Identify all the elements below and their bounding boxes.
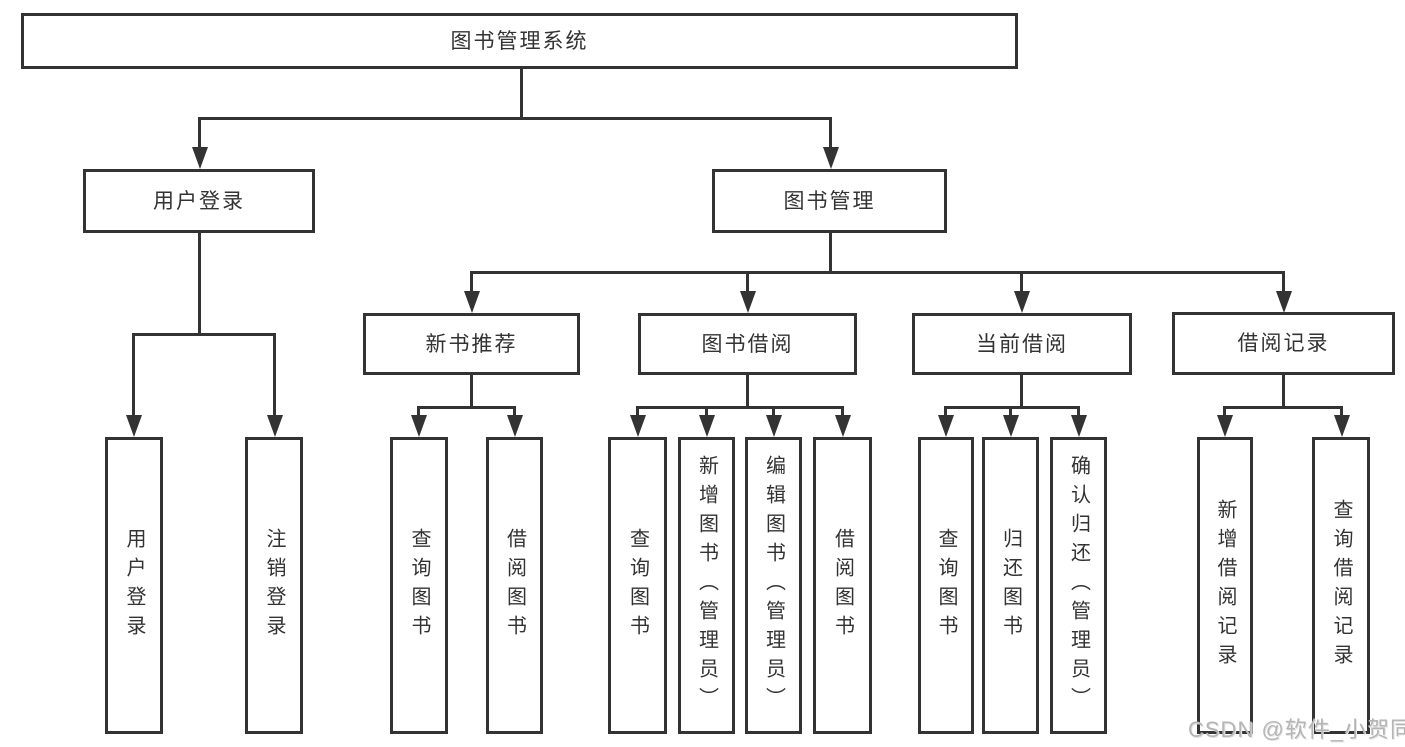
arrowhead-down-icon	[629, 415, 646, 437]
connector-line	[746, 271, 749, 291]
connector-line	[513, 406, 516, 416]
connector-line	[470, 271, 1285, 274]
connector-line	[746, 375, 749, 407]
node-label: 注销登录	[263, 527, 285, 644]
node-label: 借阅记录	[1237, 332, 1330, 355]
node-borrow-books-recommend: 借阅图书	[486, 437, 543, 734]
connector-line	[772, 406, 775, 416]
node-label: 借阅图书	[831, 527, 854, 644]
connector-line	[198, 117, 832, 120]
node-library-management-system: 图书管理系统	[21, 13, 1018, 69]
connector-line	[944, 406, 947, 416]
node-label: 编辑图书（管理员）	[762, 455, 785, 716]
connector-line	[944, 406, 1080, 409]
node-book-borrowing: 图书借阅	[638, 313, 857, 375]
node-logout: 注销登录	[245, 437, 303, 734]
connector-line	[1077, 406, 1080, 416]
connector-line	[470, 373, 473, 407]
node-label: 图书管理系统	[450, 29, 589, 53]
arrowhead-down-icon	[506, 415, 523, 437]
connector-line	[1282, 271, 1285, 291]
connector-line	[1223, 406, 1343, 409]
node-label: 归还图书	[999, 527, 1022, 644]
arrowhead-down-icon	[1002, 415, 1019, 437]
connector-line	[829, 233, 832, 272]
node-label: 用户登录	[153, 189, 245, 213]
node-label: 查询借阅记录	[1330, 498, 1352, 673]
connector-line	[417, 406, 420, 416]
arrowhead-down-icon	[410, 415, 427, 437]
arrowhead-down-icon	[739, 291, 756, 313]
arrowhead-down-icon	[834, 415, 851, 437]
connector-line	[132, 333, 276, 336]
connector-line	[1223, 406, 1226, 416]
connector-line	[1020, 271, 1023, 291]
node-query-books-borrow: 查询图书	[608, 437, 667, 734]
connector-line	[1340, 406, 1343, 416]
arrowhead-down-icon	[1216, 415, 1233, 437]
connector-line	[198, 117, 201, 148]
connector-line	[1009, 406, 1012, 416]
connector-line	[829, 117, 832, 148]
node-edit-books-admin: 编辑图书（管理员）	[745, 437, 802, 734]
arrowhead-down-icon	[698, 415, 715, 437]
arrowhead-down-icon	[765, 415, 782, 437]
connector-line	[841, 406, 844, 416]
node-label: 图书借阅	[701, 332, 794, 356]
node-current-borrowing: 当前借阅	[912, 313, 1132, 375]
connector-line	[1282, 375, 1285, 407]
node-add-books-admin: 新增图书（管理员）	[678, 437, 735, 734]
node-label: 查询图书	[408, 527, 430, 644]
arrowhead-down-icon	[822, 147, 839, 169]
node-book-management: 图书管理	[712, 169, 947, 233]
arrowhead-down-icon	[937, 415, 954, 437]
arrowhead-down-icon	[1013, 291, 1030, 313]
node-label: 新增图书（管理员）	[695, 455, 718, 716]
connector-line	[132, 333, 135, 415]
connector-line	[470, 271, 473, 291]
node-label: 用户登录	[123, 527, 145, 644]
connector-line	[198, 233, 201, 334]
node-query-books-current: 查询图书	[918, 437, 974, 734]
node-borrow-books: 借阅图书	[813, 437, 872, 734]
node-user-login-leaf: 用户登录	[105, 437, 163, 734]
node-label: 新书推荐	[425, 332, 518, 356]
node-query-books-recommend: 查询图书	[390, 437, 448, 734]
node-label: 查询图书	[626, 527, 649, 644]
arrowhead-down-icon	[125, 415, 142, 437]
arrowhead-down-icon	[463, 291, 480, 313]
node-label: 当前借阅	[976, 332, 1068, 356]
arrowhead-down-icon	[1333, 415, 1350, 437]
node-add-borrow-record: 新增借阅记录	[1197, 437, 1253, 734]
node-label: 确认归还（管理员）	[1067, 455, 1090, 716]
node-label: 借阅图书	[503, 527, 526, 644]
connector-line	[705, 406, 708, 416]
connector-line	[273, 333, 276, 415]
node-label: 新增借阅记录	[1214, 498, 1236, 673]
watermark: CSDN @软件_小贺同学	[1188, 717, 1405, 742]
connector-line	[636, 406, 844, 409]
arrowhead-down-icon	[191, 147, 208, 169]
node-query-borrow-record: 查询借阅记录	[1312, 437, 1370, 734]
node-label: 查询图书	[935, 527, 957, 644]
node-confirm-return-admin: 确认归还（管理员）	[1050, 437, 1107, 734]
connector-line	[1020, 375, 1023, 407]
node-user-login: 用户登录	[83, 169, 315, 233]
node-borrowing-records: 借阅记录	[1172, 312, 1395, 375]
connector-line	[636, 406, 639, 416]
arrowhead-down-icon	[1275, 291, 1292, 313]
arrowhead-down-icon	[1070, 415, 1087, 437]
node-label: 图书管理	[783, 189, 876, 213]
arrowhead-down-icon	[266, 415, 283, 437]
connector-line	[417, 406, 516, 409]
node-return-books: 归还图书	[982, 437, 1039, 734]
connector-line	[520, 69, 523, 118]
node-new-book-recommendation: 新书推荐	[363, 313, 580, 375]
